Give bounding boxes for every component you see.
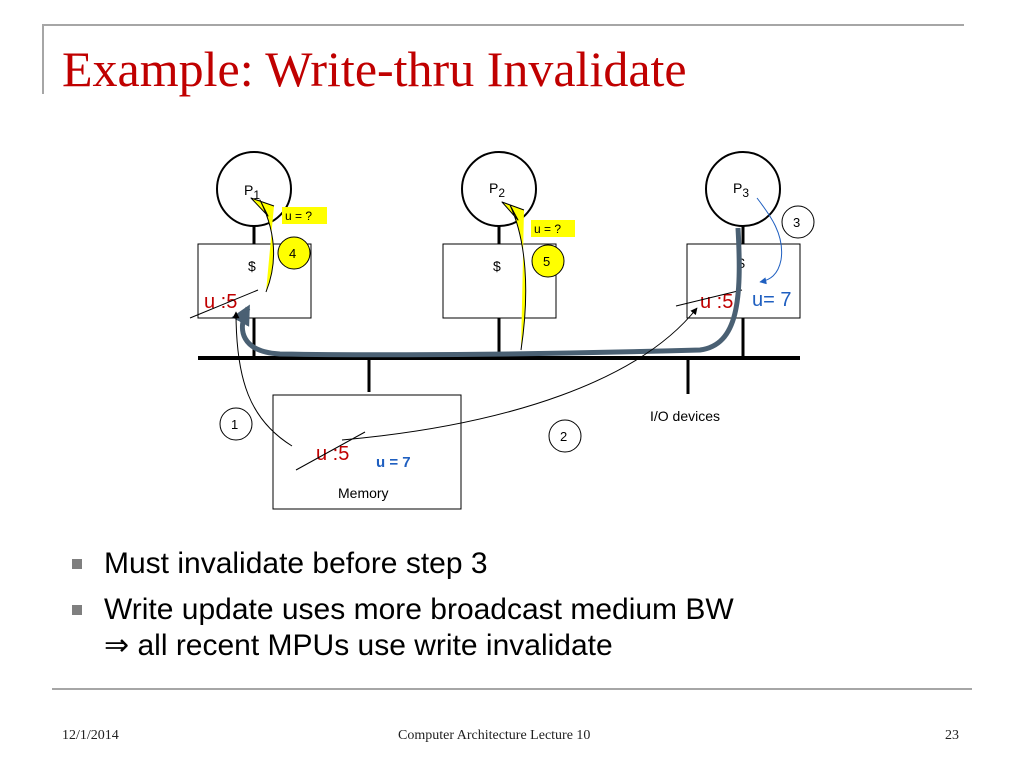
cache-3-strike [675, 289, 743, 307]
p2-query-bg [531, 220, 575, 237]
cache-2-label: $ [493, 258, 501, 274]
step-3-arrow [756, 197, 783, 285]
memory-old-strike [295, 431, 366, 471]
cache-1-label: $ [248, 258, 256, 274]
memory-label: Memory [338, 485, 389, 501]
bullet-list: Must invalidate before step 3 Write upda… [70, 546, 970, 674]
slide-number: 23 [945, 728, 959, 743]
step-5-badge [531, 244, 565, 278]
io-devices-label: I/O devices [650, 408, 720, 424]
memory-old-value: u :5 [316, 443, 349, 465]
step-1-label: 1 [231, 417, 238, 432]
footer-title: Computer Architecture Lecture 10 [398, 728, 591, 743]
cache-1-strike [189, 289, 259, 319]
footer-rule [52, 688, 972, 690]
memory-new-value: u = 7 [376, 454, 411, 471]
step-2-arrow [341, 307, 698, 441]
bullet-item: Write update uses more broadcast medium … [70, 592, 970, 664]
footer-date: 12/1/2014 [62, 728, 119, 743]
frame-top-rule [42, 24, 964, 26]
memory-box [272, 394, 462, 510]
cache-3-new-value: u= 7 [752, 289, 791, 311]
frame-left-rule [42, 24, 44, 94]
cache-1-value: u :5 [204, 291, 237, 313]
cache-3-old-value: u :5 [700, 291, 733, 313]
step-3-label: 3 [793, 215, 800, 230]
p1-read-arrow [250, 197, 275, 293]
invalidate-broadcast-arrow [231, 227, 742, 358]
step-1-badge [219, 407, 253, 441]
bullet-text: Write update uses more broadcast medium … [104, 593, 734, 626]
p2-read-arrow [501, 201, 527, 351]
step-2-badge [548, 419, 582, 453]
step-3-badge [781, 205, 815, 239]
bullet-marker [72, 605, 82, 615]
step-2-label: 2 [560, 429, 567, 444]
p1-query-bg [282, 207, 327, 224]
cache-coherence-diagram: P1 P2 P3 $ $ $ Memory u :5 u = 7 I/O dev… [189, 151, 815, 510]
slide-title: Example: Write-thru Invalidate [62, 41, 687, 97]
bullet-marker [72, 559, 82, 569]
bullet-continuation: ⇒ all recent MPUs use write invalidate [104, 629, 613, 662]
bullet-text: Must invalidate before step 3 [104, 547, 488, 580]
step-1-arrow [232, 311, 293, 447]
processor-p3 [705, 151, 781, 227]
p1-query: u = ? [285, 209, 312, 223]
p1-label: P1 [244, 182, 260, 202]
p2-query: u = ? [534, 222, 561, 236]
bullet-item: Must invalidate before step 3 [70, 546, 970, 582]
step-4-badge [277, 236, 311, 270]
step-5-label: 5 [543, 254, 550, 269]
p2-label: P2 [489, 180, 505, 200]
step-4-label: 4 [289, 246, 296, 261]
p3-label: P3 [733, 180, 749, 200]
